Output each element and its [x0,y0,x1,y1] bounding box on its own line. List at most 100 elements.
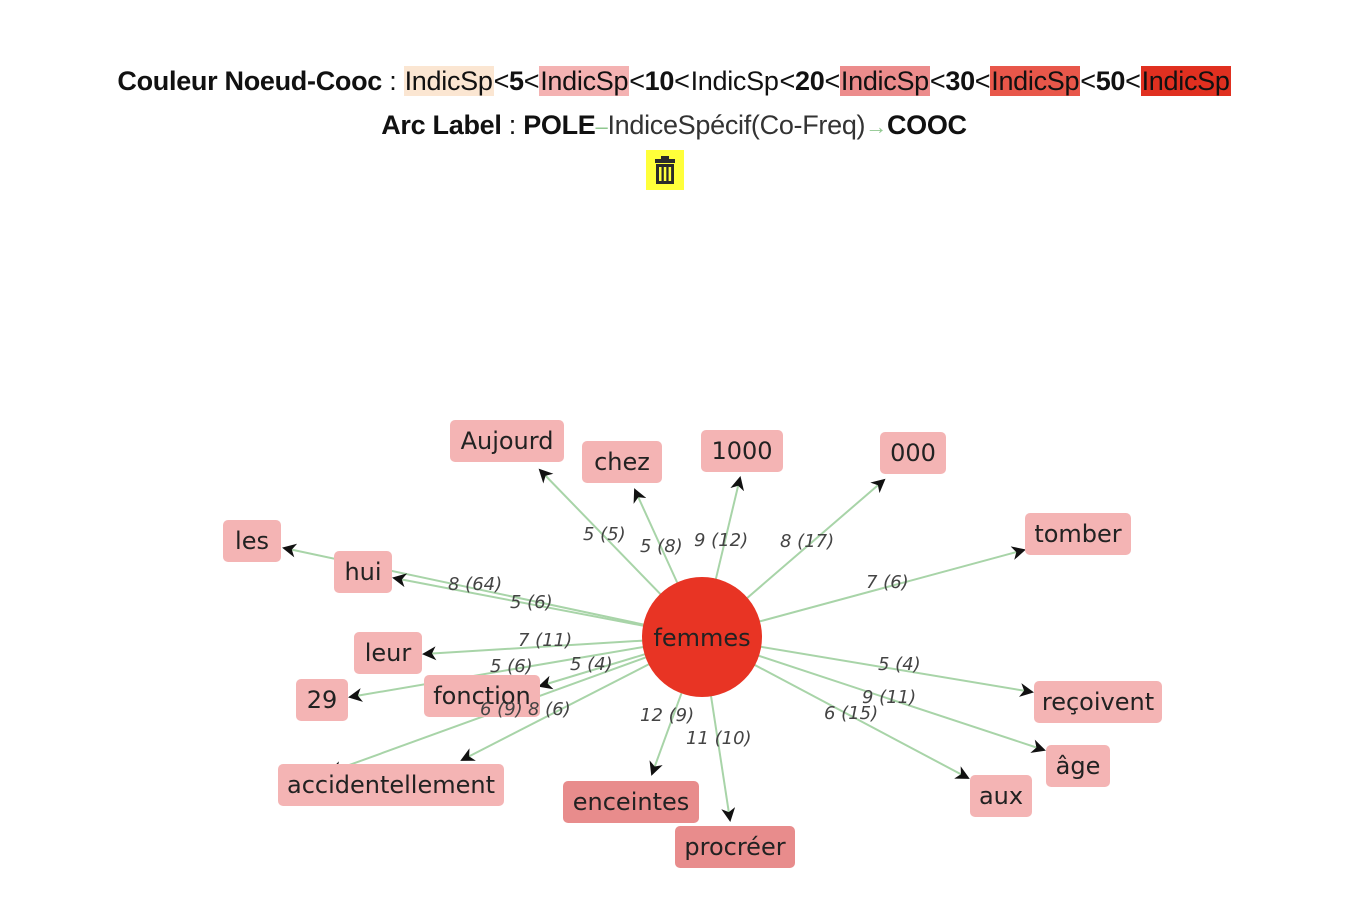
legend-threshold-50: 50 [1095,66,1126,96]
center-node-circle [642,577,762,697]
node-box [424,675,540,717]
arc-label-colon: : [501,110,524,140]
node-box [563,781,699,823]
arc-label-pole: POLE [523,110,596,140]
edge-extra-fonction [460,662,652,761]
node-label: 1000 [711,437,772,465]
edge-label: 5 (4) [878,654,921,675]
graph-node[interactable]: procréer [675,826,795,868]
arc-arrow: → [865,114,887,139]
node-box [450,420,564,462]
edge-label: 9 (12) [694,530,748,551]
legend-lt: < [523,66,540,96]
edge-aux [751,662,970,779]
node-label: 000 [890,439,936,467]
arc-label-cooc: COOC [886,110,967,140]
node-label: procréer [684,833,785,861]
legend-threshold-30: 30 [945,66,975,96]
legend-swatch-3: IndicSp [689,66,780,96]
edge-label: 8 (17) [780,531,834,552]
edge-procréer [709,693,736,822]
node-label: enceintes [573,788,690,816]
node-box [675,826,795,868]
edge-reçoivent [758,645,1034,697]
graph-node[interactable]: Aujourd [450,420,564,462]
legend-lt: < [674,66,690,96]
legend-threshold-10: 10 [644,66,675,96]
node-color-legend: Couleur Noeud-Cooc : IndicSp<5<IndicSp<1… [0,66,1348,97]
legend-swatch-1: IndicSp [403,66,494,96]
legend-lt: < [493,66,510,96]
legend-swatch-2: IndicSp [539,66,630,96]
edge-chez [633,488,680,586]
graph-node[interactable]: 000 [880,432,946,474]
edge-hui [392,573,647,628]
edge-label: 6 (9) [480,699,523,720]
edge-enceintes [649,690,684,776]
graph-node[interactable]: accidentellement [278,764,504,806]
legend-lt: < [974,66,991,96]
node-box [1025,513,1131,555]
legend-swatch-5: IndicSp [990,66,1081,96]
graph-node[interactable]: reçoivent [1034,681,1162,723]
node-label: fonction [433,682,531,710]
legend-swatch-4: IndicSp [839,66,930,96]
arc-dash: – [595,114,608,139]
node-box [582,441,662,483]
graph-node[interactable]: chez [582,441,662,483]
graph-node[interactable]: enceintes [563,781,699,823]
node-box [354,632,422,674]
edge-000 [744,478,886,601]
legend-lt: < [629,66,645,96]
graph-node[interactable]: 29 [296,679,348,721]
edge-fonction [538,652,648,690]
graph-node[interactable]: aux [970,775,1032,817]
center-node-label: femmes [653,624,750,652]
graph-node[interactable]: tomber [1025,513,1131,555]
graph-node[interactable]: les [223,520,281,562]
legend-colon: : [382,66,404,96]
edge-label: 8 (64) [448,574,502,595]
edge-âge [755,653,1046,753]
legend-lt: < [1080,66,1096,96]
node-label: accidentellement [287,771,495,799]
node-box [1034,681,1162,723]
node-label: Aujourd [461,427,554,455]
arc-label-title: Arc Label [381,110,502,140]
edge-29 [348,645,646,702]
trash-icon [655,156,675,184]
edge-tomber [756,546,1026,624]
legend-threshold-20: 20 [795,66,825,96]
node-label: tomber [1034,520,1121,548]
node-box [334,551,392,593]
legend-title: Couleur Noeud-Cooc [117,66,382,96]
graph-node[interactable]: fonction [424,675,540,717]
edge-Aujourd [538,468,664,597]
legend-lt: < [929,66,946,96]
edge-label: 7 (11) [518,630,572,651]
center-node[interactable]: femmes [642,577,762,697]
node-label: aux [979,782,1023,810]
graph-node[interactable]: hui [334,551,392,593]
node-label: âge [1056,752,1101,780]
delete-button[interactable] [646,150,684,190]
node-box [223,520,281,562]
edge-leur [422,639,646,661]
legend-threshold-5: 5 [509,66,524,96]
edge-label: 9 (11) [862,687,916,708]
graph-node[interactable]: âge [1046,745,1110,787]
graph-node[interactable]: 1000 [701,430,783,472]
legend-lt: < [779,66,796,96]
node-box [296,679,348,721]
node-label: reçoivent [1042,688,1154,716]
graph-node[interactable]: leur [354,632,422,674]
edge-label: 5 (6) [490,656,533,677]
edge-label: 8 (6) [528,699,571,720]
node-label: les [235,527,269,555]
node-label: leur [365,639,412,667]
edge-label: 7 (6) [866,572,909,593]
edge-label: 5 (6) [510,592,553,613]
edge-1000 [714,476,745,582]
node-box [701,430,783,472]
